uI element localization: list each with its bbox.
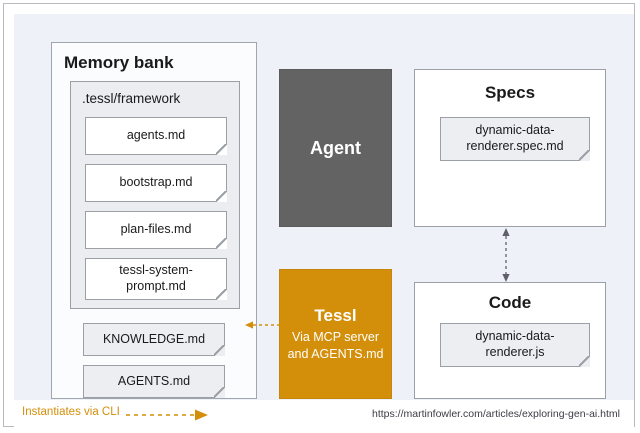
footer: [14, 400, 634, 430]
file-label: agents.md: [126, 128, 186, 143]
tessl-box[interactable]: Tessl Via MCP server and AGENTS.md: [279, 269, 392, 399]
page-fold-icon: [216, 144, 227, 155]
file-agents-md[interactable]: agents.md: [85, 117, 227, 155]
file-label: dynamic-data-renderer.js: [475, 329, 555, 359]
source-url: https://martinfowler.com/articles/explor…: [371, 408, 620, 420]
file-plan-files-md[interactable]: plan-files.md: [85, 211, 227, 249]
code-container: Code dynamic-data-renderer.js: [414, 282, 606, 399]
page-fold-icon: [216, 238, 227, 249]
memory-bank-title: Memory bank: [64, 53, 174, 72]
specs-container: Specs dynamic-data-renderer.spec.md: [414, 69, 606, 227]
legend-label: Instantiates via CLI: [22, 406, 120, 418]
file-knowledge-md[interactable]: KNOWLEDGE.md: [83, 323, 225, 356]
outer-frame: Memory bank .tessl/framework agents.md b…: [3, 3, 635, 430]
file-agents-root-md[interactable]: AGENTS.md: [83, 365, 225, 398]
file-label: bootstrap.md: [119, 175, 193, 190]
page-fold-icon: [214, 345, 225, 356]
file-dynamic-data-renderer-spec-md[interactable]: dynamic-data-renderer.spec.md: [440, 117, 590, 161]
file-tessl-system-prompt-md[interactable]: tessl-system-prompt.md: [85, 258, 227, 300]
file-label: plan-files.md: [120, 222, 192, 237]
specs-title: Specs: [484, 83, 536, 102]
file-bootstrap-md[interactable]: bootstrap.md: [85, 164, 227, 202]
page-fold-icon: [216, 191, 227, 202]
agent-box[interactable]: Agent: [279, 69, 392, 227]
file-label: AGENTS.md: [117, 373, 191, 388]
code-title: Code: [488, 293, 532, 312]
diagram-area: Memory bank .tessl/framework agents.md b…: [14, 14, 634, 400]
file-label: tessl-system-prompt.md: [119, 263, 193, 293]
file-label: KNOWLEDGE.md: [102, 331, 206, 346]
agent-label: Agent: [310, 137, 361, 158]
page-fold-icon: [214, 387, 225, 398]
specs-code-bidirectional-arrow-icon: [502, 228, 510, 282]
memory-bank-container: Memory bank .tessl/framework agents.md b…: [51, 42, 257, 399]
file-label: dynamic-data-renderer.spec.md: [466, 123, 564, 153]
file-dynamic-data-renderer-js[interactable]: dynamic-data-renderer.js: [440, 323, 590, 367]
tessl-title: Tessl: [314, 306, 357, 326]
tessl-framework-group: .tessl/framework agents.md bootstrap.md …: [70, 81, 240, 309]
tessl-subtitle-line2: and AGENTS.md: [287, 346, 384, 361]
legend-dashed-arrow-icon: [126, 409, 208, 421]
tessl-to-memory-bank-arrow-icon: [245, 321, 280, 329]
tessl-subtitle-line1: Via MCP server: [291, 330, 380, 345]
tessl-framework-title: .tessl/framework: [82, 91, 181, 106]
